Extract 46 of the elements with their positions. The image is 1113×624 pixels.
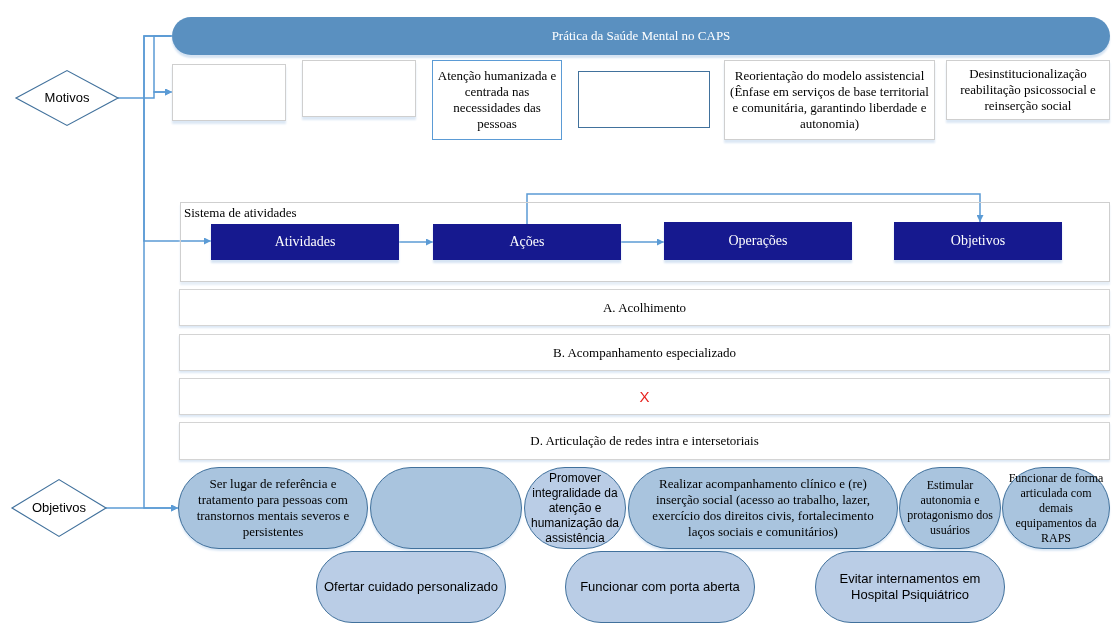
node-label: Funcionar com porta aberta — [580, 579, 740, 595]
node-label: Objetivos — [950, 233, 1006, 249]
connector-arrow — [620, 238, 665, 246]
node-label: Ser lugar de referência e tratamento para pessoas com transtornos mentais severos e persistentes — [195, 476, 351, 540]
node-label: Evitar internamentos em Hospital Psiquiátrico — [838, 571, 982, 603]
node-label: Motivos — [44, 90, 90, 106]
empty-box — [302, 60, 416, 117]
empty-box — [578, 71, 710, 128]
band-row — [179, 422, 1110, 460]
process-box — [946, 60, 1110, 120]
node-label: Realizar acompanhamento clínico e (re) inserção social (acesso ao trabalho, lazer, exercício dos direitos civis, fortalecimento laços sociais e comunitários) — [651, 476, 875, 540]
node-label: Prática da Saúde Mental no CAPS — [551, 28, 731, 44]
connector-arrow — [105, 504, 179, 512]
process-box — [432, 60, 562, 140]
header-banner — [172, 17, 1110, 55]
decision-diamond — [12, 479, 106, 537]
activity-box — [433, 224, 621, 260]
node-label: Ações — [509, 234, 545, 250]
node-label: Desinstitucionalização reabilitação psicossocial e reinserção social — [959, 66, 1097, 114]
band-row — [179, 334, 1110, 371]
band-row — [179, 378, 1110, 415]
node-label: Operações — [728, 233, 788, 249]
connector-arrow — [398, 238, 434, 246]
node-label: Estimular autonomia e protagonismo dos usuários — [906, 478, 994, 538]
activity-box — [664, 222, 852, 260]
empty-box — [172, 64, 286, 121]
connector-arrow — [526, 193, 984, 225]
activity-box — [211, 224, 399, 260]
cross-mark: X — [639, 388, 650, 405]
node-label: Ofertar cuidado personalizado — [323, 579, 499, 595]
connector-arrow — [153, 35, 173, 96]
node-label: Objetivos — [31, 500, 87, 516]
node-label: D. Articulação de redes intra e intersetoriais — [530, 433, 759, 449]
node-label: Reorientação do modelo assistencial (Ênfase em serviços de base territorial e comunitária, garantindo liberdade e autonomia) — [729, 68, 930, 132]
group-title: Sistema de atividades — [184, 205, 297, 221]
group-container — [180, 202, 1110, 282]
node-label: Funcionar de forma articulada com demais equipamentos da RAPS — [1007, 470, 1105, 546]
node-label: B. Acompanhamento especializado — [553, 344, 736, 361]
activity-box — [894, 222, 1062, 260]
node-label: Atenção humanizada e centrada nas necessidades das pessoas — [437, 68, 557, 132]
decision-diamond — [16, 70, 118, 126]
node-label: Promover integralidade da atenção e humanização da assistência — [529, 470, 621, 546]
band-row — [179, 289, 1110, 326]
process-box — [724, 60, 935, 140]
node-label: Atividades — [274, 234, 336, 250]
node-label: A. Acolhimento — [602, 299, 686, 316]
